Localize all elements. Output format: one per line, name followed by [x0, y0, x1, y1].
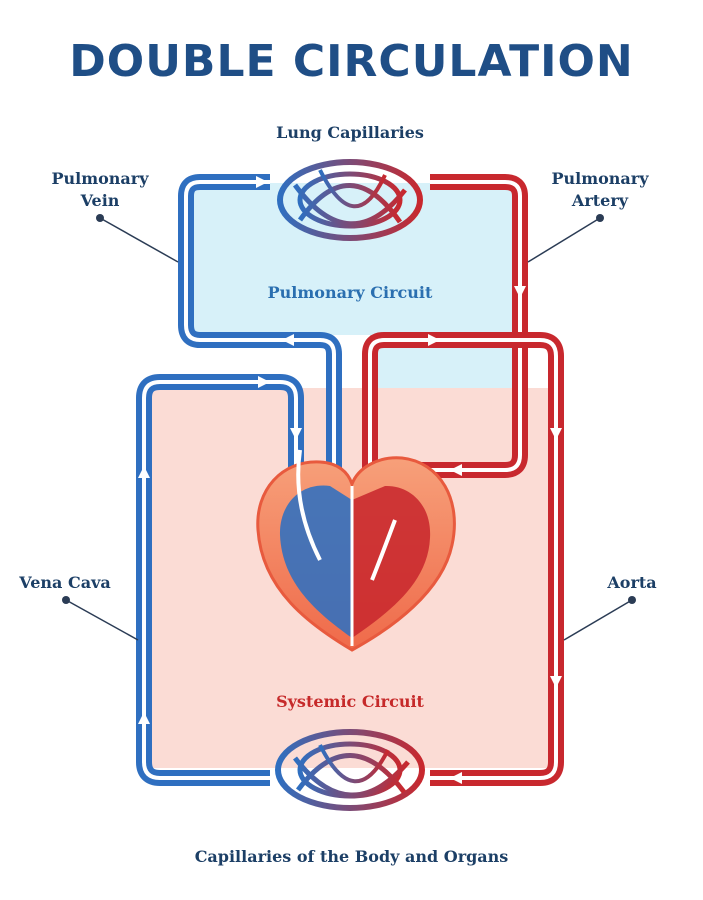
- pulmonary-vein-vessel: [178, 174, 342, 560]
- pointer-pulmonary-artery: [527, 217, 601, 263]
- label-pulmonary-artery: Pulmonary Artery: [551, 169, 649, 210]
- label-aorta: Aorta: [607, 573, 657, 592]
- label-body-capillaries: Capillaries of the Body and Organs: [194, 847, 509, 866]
- pointer-aorta: [563, 599, 633, 641]
- systemic-circuit-label: Systemic Circuit: [276, 692, 424, 711]
- label-pointers: [62, 214, 636, 641]
- label-lung-capillaries: Lung Capillaries: [276, 123, 424, 142]
- body-capillary-network-icon: [275, 729, 425, 811]
- pointer-dot-pulmonary-artery: [596, 214, 604, 222]
- diagram-title: DOUBLE CIRCULATION: [69, 36, 634, 87]
- aorta-vessel: [362, 332, 564, 786]
- pointer-vena-cava: [65, 599, 139, 641]
- lung-capillary-network-icon: [277, 159, 423, 241]
- pulmonary-region: [190, 183, 520, 435]
- pointer-dot-aorta: [628, 596, 636, 604]
- heart-icon: [256, 449, 456, 652]
- label-pulmonary-vein: Pulmonary Vein: [51, 169, 149, 210]
- pointer-pulmonary-vein: [99, 217, 179, 263]
- pulmonary-fill-top: [190, 183, 520, 335]
- vena-cava-vessel: [136, 374, 304, 786]
- pulmonary-circuit-label: Pulmonary Circuit: [267, 283, 433, 302]
- label-vena-cava: Vena Cava: [19, 573, 111, 592]
- pointer-dot-vena-cava: [62, 596, 70, 604]
- pointer-dot-pulmonary-vein: [96, 214, 104, 222]
